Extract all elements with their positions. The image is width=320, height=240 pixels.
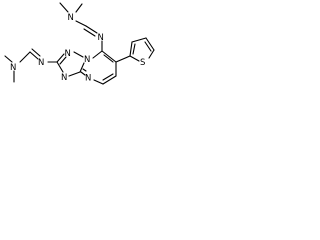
bond-c3a-nbridge: [79, 62, 85, 73]
bond-c7-c6-inner: [103, 54, 114, 63]
bond-n1-c2-inner: [59, 56, 67, 65]
molecule-structure: N N N N N N N N S: [4, 2, 155, 85]
bond-c5-c4: [102, 75, 117, 85]
bond-th-c2-c3: [129, 41, 133, 57]
bond-n3-c3a: [80, 71, 86, 76]
bond-top-n-ch: [75, 20, 87, 27]
bond-th-c2-c3-inner: [132, 43, 136, 55]
bond-nbridge-n1: [73, 51, 84, 58]
atom-labels: N N N N N N N N S: [10, 13, 145, 84]
bond-nimine-ch-a: [29, 51, 39, 60]
bond-th-c4-c5-inner: [144, 41, 152, 52]
bonds: [4, 2, 155, 85]
bond-left-nme-up: [4, 55, 13, 63]
atom-n-pyrimidine: N: [85, 74, 91, 84]
atom-n-left-imine: N: [38, 58, 44, 68]
atom-n-top-imine: N: [98, 33, 104, 43]
bond-nimine-ch-b: [31, 48, 41, 57]
bond-top-nme-left: [59, 2, 69, 13]
bond-top-nme-right: [75, 3, 83, 13]
atom-n-triazole-bottom: N: [61, 73, 67, 83]
bond-c6-thiophene: [115, 55, 131, 63]
bond-nbridge-c7: [92, 50, 103, 59]
bond-n1-c2: [56, 53, 65, 63]
bond-top-ch-n-double-b: [83, 28, 96, 37]
bond-ch-nme2: [19, 51, 31, 63]
bond-th-s-c2: [129, 55, 140, 62]
atom-n-top-dimethyl: N: [68, 13, 74, 23]
bond-c7-c6: [101, 50, 117, 63]
bond-c4-n3: [93, 79, 104, 85]
bond-c2-n3: [56, 61, 64, 73]
bond-n3-c3a-inner: [82, 68, 87, 72]
bond-top-ch-n-double-a: [85, 25, 98, 34]
bond-n3-c3a-tri: [68, 71, 81, 77]
bond-th-c3-c4: [131, 37, 147, 43]
atom-n-left-dimethyl: N: [10, 63, 16, 73]
bond-th-c4-c5: [145, 37, 155, 51]
bond-th-c5-s: [148, 49, 155, 59]
atom-n-bridge: N: [84, 55, 90, 65]
atom-s-thiophene: S: [140, 58, 145, 68]
atom-n-triazole-top: N: [65, 49, 71, 59]
bond-c5-c4-inner: [102, 73, 114, 81]
